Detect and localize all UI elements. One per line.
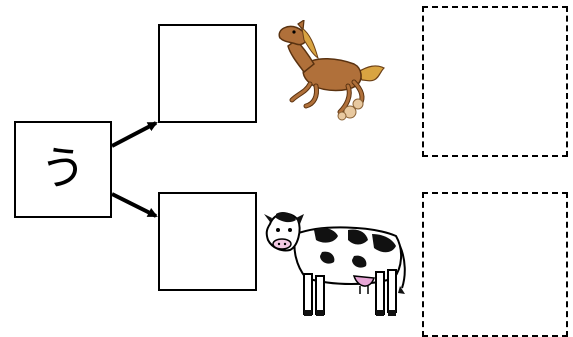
answer-box-top[interactable] (158, 24, 257, 123)
source-character-box: う (14, 121, 112, 218)
cow-icon (264, 212, 406, 316)
arrow-up (111, 121, 158, 148)
dashed-box-bottom[interactable] (422, 192, 568, 337)
source-character: う (40, 140, 86, 195)
dashed-box-top[interactable] (422, 6, 568, 157)
horse-icon (278, 20, 386, 121)
arrow-down (111, 192, 158, 218)
answer-box-bottom[interactable] (158, 192, 257, 291)
